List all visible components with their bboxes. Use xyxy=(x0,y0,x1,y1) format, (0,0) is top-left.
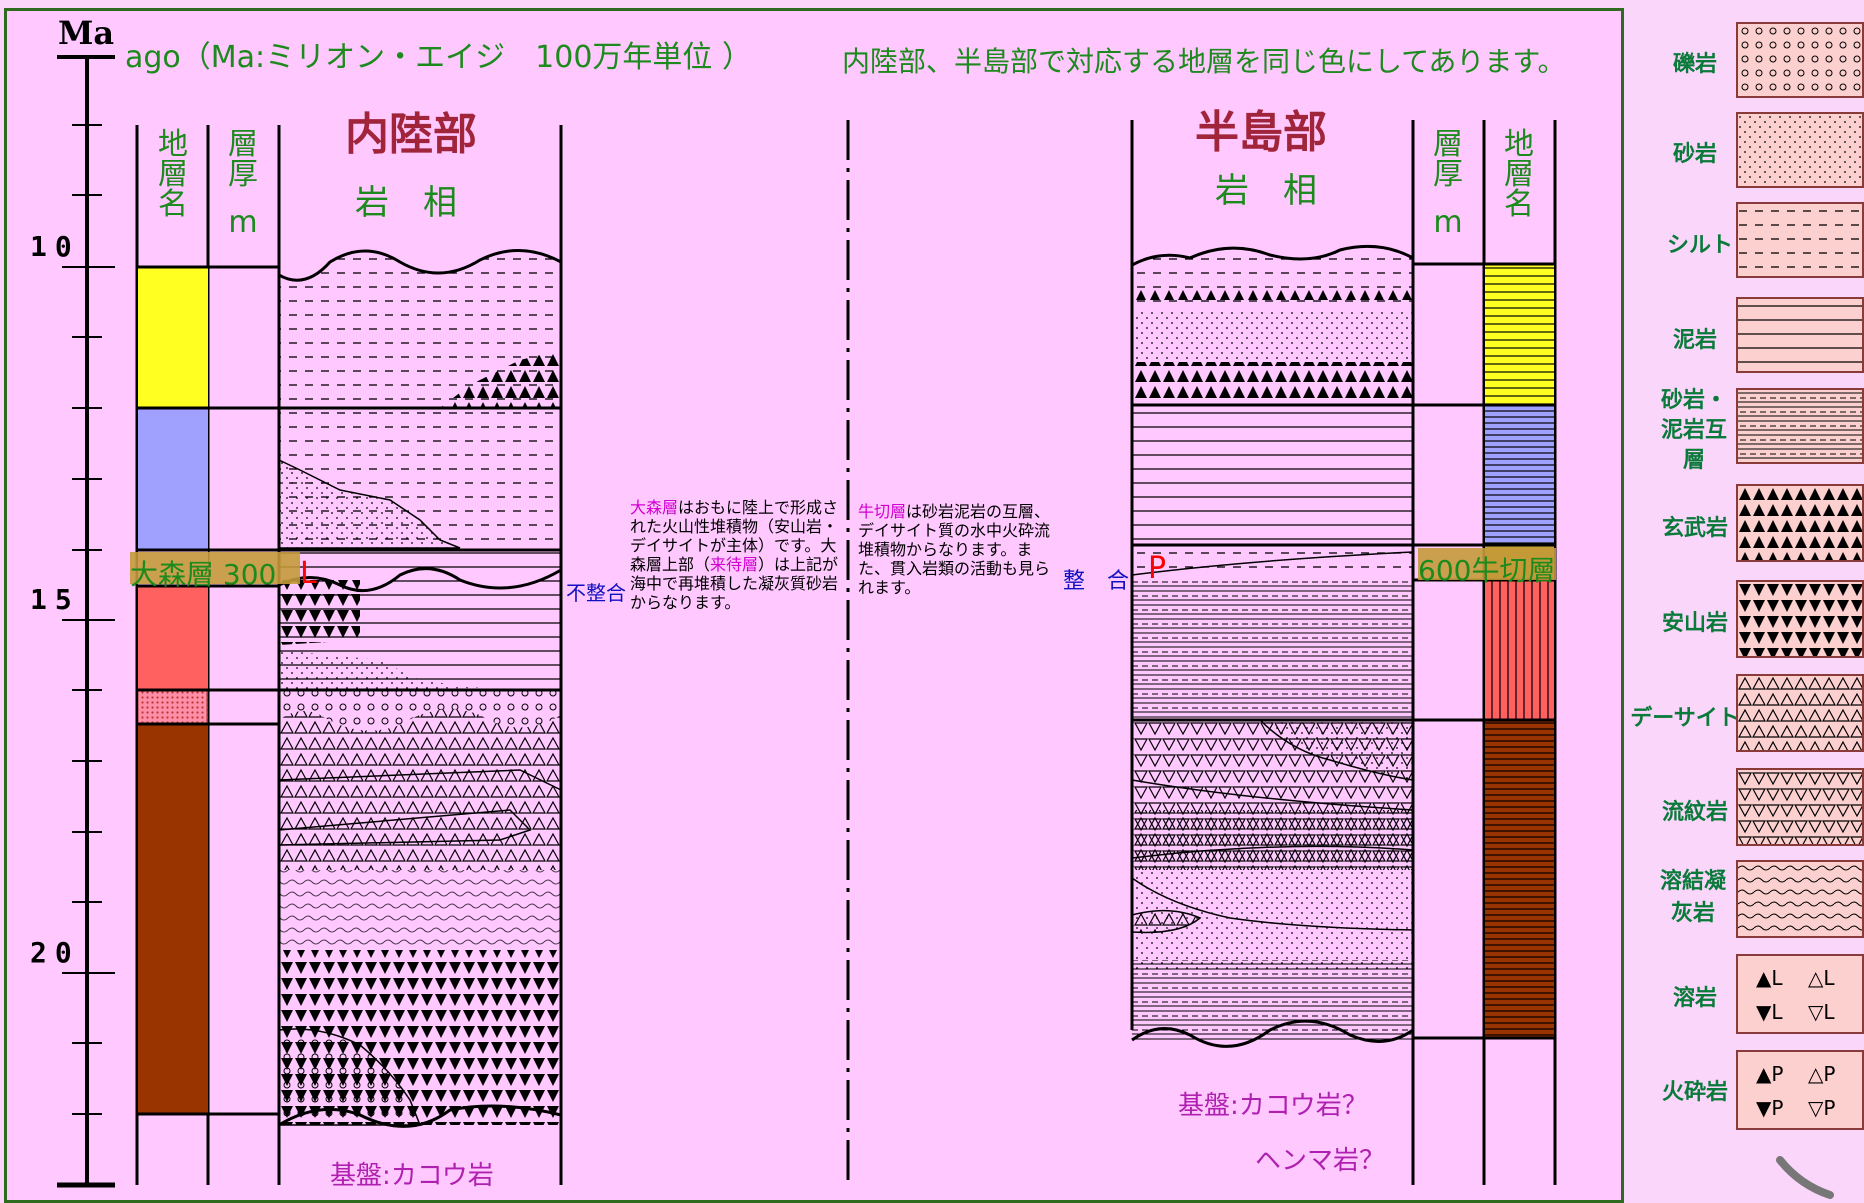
omori-note: 大森層はおもに陸上で形成された火山性堆積物（安山岩・デイサイトが主体）です。大森… xyxy=(630,498,845,612)
lava-glyph-4: ▽L xyxy=(1808,1000,1835,1024)
peninsula-col-facies: 岩 相 xyxy=(1215,171,1317,211)
unit-caption: ago（Ma:ミリオン・エイジ 100万年単位 ） xyxy=(125,40,752,75)
inland-formation-label: 大森層 300 xyxy=(130,558,277,591)
legend-label-mud: 泥岩 xyxy=(1672,328,1717,353)
ushikiri-name: 牛切層 xyxy=(858,502,907,521)
legend-swatch-alternation xyxy=(1736,388,1864,464)
legend-label-alternation: 砂岩・泥岩互層 xyxy=(1660,388,1727,473)
pyro-glyph-4: ▽P xyxy=(1808,1096,1836,1120)
peninsula-formation-label: 600牛切層 xyxy=(1418,554,1556,587)
ushikiri-note: 牛切層は砂岩泥岩の互層、デイサイト質の水中火砕流堆積物からなります。また、貫入岩… xyxy=(858,502,1063,597)
legend-swatch-gravel xyxy=(1736,22,1864,98)
tick-label-20: 20 xyxy=(30,936,80,969)
legend-swatch-basalt xyxy=(1736,484,1864,562)
legend-swatch-pyroclastic: ▲P △P ▼P ▽P xyxy=(1736,1050,1864,1130)
legend-label-andesite: 安山岩 xyxy=(1661,611,1728,636)
lava-glyph-3: ▼L xyxy=(1756,1000,1783,1024)
peninsula-formation-band xyxy=(1418,548,1556,580)
legend-label-basalt: 玄武岩 xyxy=(1661,516,1728,541)
legend-swatch-rhyolite xyxy=(1736,768,1864,846)
inland-col-thickness-unit: m xyxy=(228,205,258,240)
peninsula-col-thickness: 層厚 xyxy=(1433,127,1463,192)
legend-label-silt: シルト xyxy=(1666,233,1733,258)
tick-label-15: 15 xyxy=(30,583,80,616)
legend-swatch-sand xyxy=(1736,112,1864,188)
peninsula-col-name: 地層名 xyxy=(1504,127,1534,222)
omori-name: 大森層 xyxy=(630,498,679,517)
tick-label-10: 10 xyxy=(30,230,80,263)
legend-label-lava: 溶岩 xyxy=(1672,986,1717,1011)
time-axis xyxy=(57,55,115,1188)
pyro-glyph-1: ▲P xyxy=(1756,1062,1784,1086)
inland-facies xyxy=(278,249,562,1128)
unconformity-label: 不整合 xyxy=(566,581,626,605)
unit-symbol: Ma xyxy=(58,14,115,52)
legend-label-sand: 砂岩 xyxy=(1672,142,1717,167)
peninsula-formation-colors xyxy=(1485,264,1554,1038)
lava-glyph-2: △L xyxy=(1808,966,1835,990)
ushikiri-text: は砂岩泥岩の互層、デイサイト質の水中火砕流堆積物からなります。また、貫入岩類の活… xyxy=(858,502,1051,597)
lava-glyph-1: ▲L xyxy=(1756,966,1783,990)
inland-marker: L xyxy=(300,556,317,591)
legend-swatch-mud xyxy=(1736,297,1864,373)
peninsula-facies xyxy=(1131,244,1414,1048)
legend-label-dacite: デーサイト xyxy=(1630,706,1740,731)
legend-swatch-andesite xyxy=(1736,580,1864,658)
legend-swatch-dacite xyxy=(1736,674,1864,752)
inland-formation-band xyxy=(130,552,300,584)
pyro-glyph-2: △P xyxy=(1808,1062,1836,1086)
inland-col-facies: 岩 相 xyxy=(355,183,457,223)
inland-basement: 基盤:カコウ岩 xyxy=(330,1161,494,1191)
peninsula-col-thickness-unit: m xyxy=(1433,205,1463,240)
pyro-glyph-3: ▼P xyxy=(1756,1096,1784,1120)
inland-col-thickness: 層厚 xyxy=(228,127,258,192)
legend-swatch-silt xyxy=(1736,202,1864,278)
inland-col-name: 地層名 xyxy=(158,127,188,222)
legend-swatch-welded-tuff xyxy=(1736,860,1864,938)
legend-label-rhyolite: 流紋岩 xyxy=(1661,800,1728,825)
peninsula-title: 半島部 xyxy=(1195,107,1327,158)
legend-label-gravel: 礫岩 xyxy=(1672,52,1717,77)
peninsula-basement-1: 基盤:カコウ岩？ xyxy=(1178,1091,1368,1121)
omori-text-2: ）は上記が海中で再堆積した凝灰質砂岩からなります。 xyxy=(630,555,839,612)
legend-label-pyroclastic: 火砕岩 xyxy=(1661,1080,1728,1105)
conformity-label: 整 合 xyxy=(1063,569,1130,594)
legend-label-welded-tuff: 溶結凝灰岩 xyxy=(1660,869,1727,926)
kitai-name: 来待層 xyxy=(710,555,759,574)
peninsula-marker: P xyxy=(1148,551,1167,586)
peninsula-basement-2: ヘンマ岩？ xyxy=(1255,1146,1386,1176)
color-note: 内陸部、半島部で対応する地層を同じ色にしてあります。 xyxy=(842,45,1566,78)
legend-swatch-lava: ▲L △L ▼L ▽L xyxy=(1736,954,1864,1034)
inland-title: 内陸部 xyxy=(345,109,477,160)
omori-text-1: はおもに陸上で形成された火山性堆積物（安山岩・デイサイトが主体）です。大森層上部… xyxy=(630,498,839,574)
